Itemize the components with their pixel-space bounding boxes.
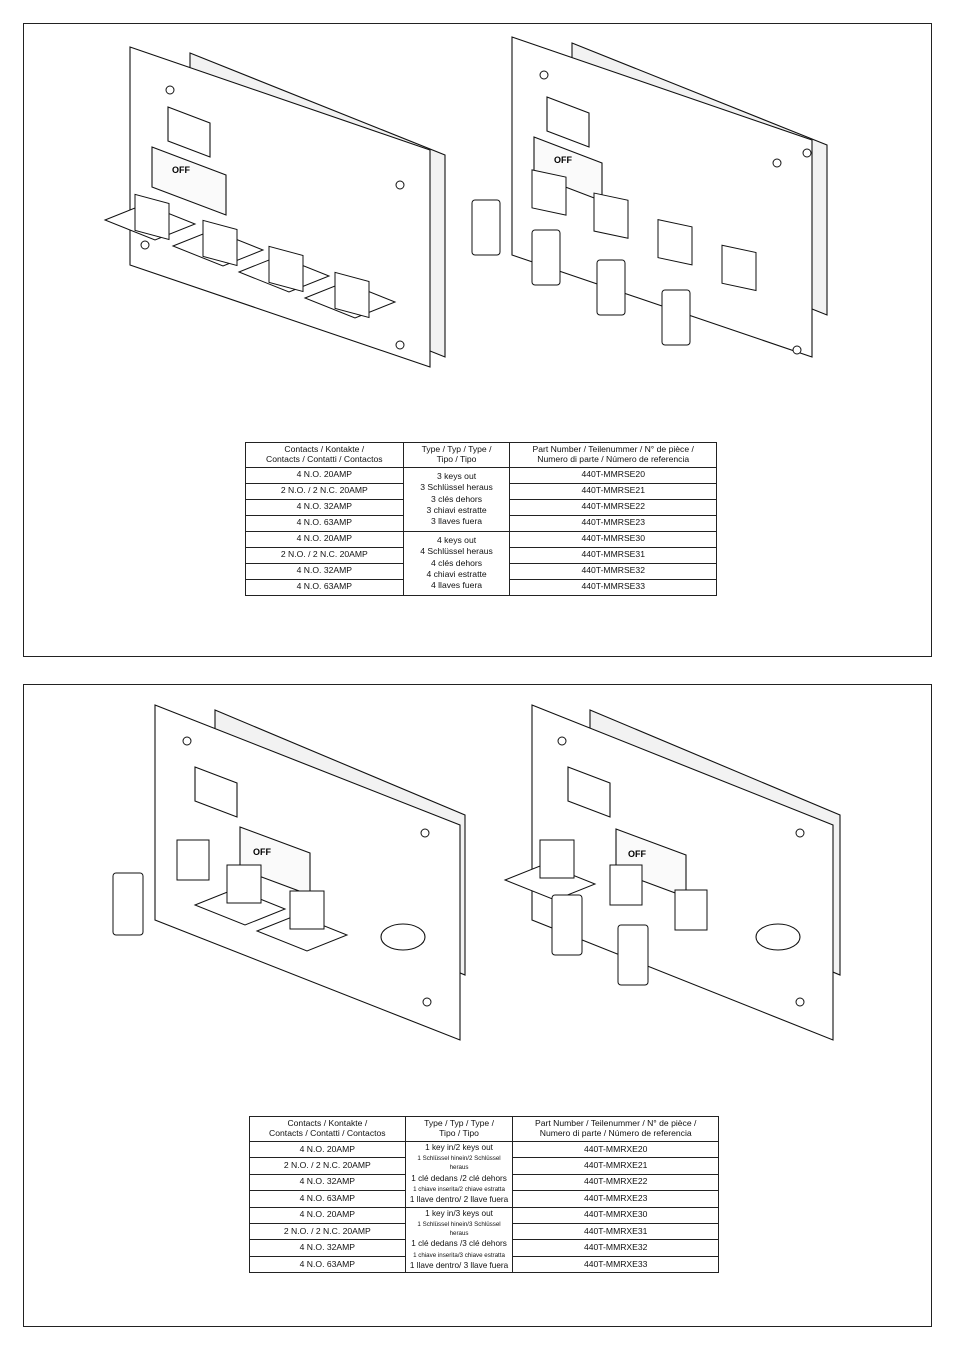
contacts-cell: 4 N.O. 20AMP xyxy=(249,1206,406,1224)
contacts-cell: 4 N.O. 63AMP xyxy=(245,578,404,596)
key-label-plate xyxy=(546,96,590,148)
table-row: 4 N.O. 63AMP 440T-MMRXE23 xyxy=(249,1190,719,1208)
type-header: Type / Typ / Type /Tipo / Tipo xyxy=(404,1116,514,1142)
key-receptacle xyxy=(380,923,426,951)
key-label-plate xyxy=(567,766,611,818)
part-number-header: Part Number / Teilenummer / N° de pièce … xyxy=(512,1116,719,1142)
table-row: 4 N.O. 63AMP 440T-MMRSE23 xyxy=(245,514,717,532)
key-label-plate xyxy=(194,766,238,818)
part-number-cell: 440T-MMRXE33 xyxy=(512,1255,719,1274)
part-number-cell: 440T-MMRXE21 xyxy=(512,1157,719,1175)
lock-modules xyxy=(471,169,757,346)
part-number-cell: 440T-MMRSE32 xyxy=(509,562,717,580)
off-label: OFF xyxy=(253,847,271,857)
table-row: 4 N.O. 63AMP 440T-MMRSE33 xyxy=(245,578,717,596)
part-number-cell: 440T-MMRXE22 xyxy=(512,1173,719,1192)
contacts-cell: 4 N.O. 63AMP xyxy=(249,1255,406,1274)
part-number-header: Part Number / Teilenummer / N° de pièce … xyxy=(509,442,717,468)
panel-drawing-1-key-in-3-keys-out: OFF xyxy=(503,704,841,1041)
contacts-cell: 4 N.O. 32AMP xyxy=(245,562,404,580)
lock-modules xyxy=(503,839,708,986)
parts-table-bottom: Contacts / Kontakte /Contacts / Contatti… xyxy=(249,1116,719,1274)
part-number-cell: 440T-MMRSE22 xyxy=(509,498,717,516)
contacts-cell: 2 N.O. / 2 N.C. 20AMP xyxy=(245,482,404,500)
lock-modules xyxy=(112,839,349,952)
contacts-cell: 4 N.O. 20AMP xyxy=(249,1140,406,1159)
contacts-cell: 4 N.O. 32AMP xyxy=(245,498,404,516)
key-receptacle xyxy=(755,923,801,951)
off-label-plate xyxy=(151,146,227,216)
contacts-cell: 2 N.O. / 2 N.C. 20AMP xyxy=(245,546,404,564)
table-row: 2 N.O. / 2 N.C. 20AMP 440T-MMRXE21 xyxy=(249,1157,719,1175)
contacts-cell: 2 N.O. / 2 N.C. 20AMP xyxy=(249,1157,406,1175)
table-row: 4 N.O. 63AMP 440T-MMRXE33 xyxy=(249,1255,719,1274)
part-number-cell: 440T-MMRXE32 xyxy=(512,1239,719,1257)
contacts-cell: 4 N.O. 20AMP xyxy=(245,530,404,548)
lock-modules xyxy=(103,193,397,319)
contacts-cell: 4 N.O. 32AMP xyxy=(249,1173,406,1192)
contacts-cell: 4 N.O. 63AMP xyxy=(245,514,404,532)
panel-drawing-4-keys-out: OFF xyxy=(471,36,828,358)
contacts-cell: 2 N.O. / 2 N.C. 20AMP xyxy=(249,1222,406,1241)
parts-table-top: Contacts / Kontakte /Contacts / Contatti… xyxy=(245,442,717,596)
off-label: OFF xyxy=(172,165,190,175)
part-number-cell: 440T-MMRSE31 xyxy=(509,546,717,564)
contacts-header: Contacts / Kontakte /Contacts / Contatti… xyxy=(245,442,404,468)
key-label-plate xyxy=(167,106,211,158)
panel-drawing-3-keys-out: OFF xyxy=(103,46,446,368)
contacts-cell: 4 N.O. 32AMP xyxy=(249,1239,406,1257)
part-number-cell: 440T-MMRXE30 xyxy=(512,1206,719,1224)
panel-drawing-1-key-in-2-keys-out: OFF xyxy=(112,704,466,1041)
table-row: 2 N.O. / 2 N.C. 20AMP 440T-MMRSE31 xyxy=(245,546,717,564)
part-number-cell: 440T-MMRSE23 xyxy=(509,514,717,532)
part-number-cell: 440T-MMRXE20 xyxy=(512,1140,719,1159)
contacts-cell: 4 N.O. 20AMP xyxy=(245,466,404,484)
table-row: 4 N.O. 32AMP 440T-MMRXE32 xyxy=(249,1239,719,1257)
off-label: OFF xyxy=(554,155,572,165)
part-number-cell: 440T-MMRSE30 xyxy=(509,530,717,548)
part-number-cell: 440T-MMRSE20 xyxy=(509,466,717,484)
contacts-cell: 4 N.O. 63AMP xyxy=(249,1190,406,1208)
part-number-cell: 440T-MMRSE33 xyxy=(509,578,717,596)
off-label: OFF xyxy=(628,849,646,859)
part-number-cell: 440T-MMRSE21 xyxy=(509,482,717,500)
table-row: 4 N.O. 32AMP 440T-MMRXE22 xyxy=(249,1173,719,1192)
type-header: Type / Typ / Type /Tipo / Tipo xyxy=(402,442,511,468)
part-number-cell: 440T-MMRXE31 xyxy=(512,1222,719,1241)
contacts-header: Contacts / Kontakte /Contacts / Contatti… xyxy=(249,1116,406,1142)
part-number-cell: 440T-MMRXE23 xyxy=(512,1190,719,1208)
